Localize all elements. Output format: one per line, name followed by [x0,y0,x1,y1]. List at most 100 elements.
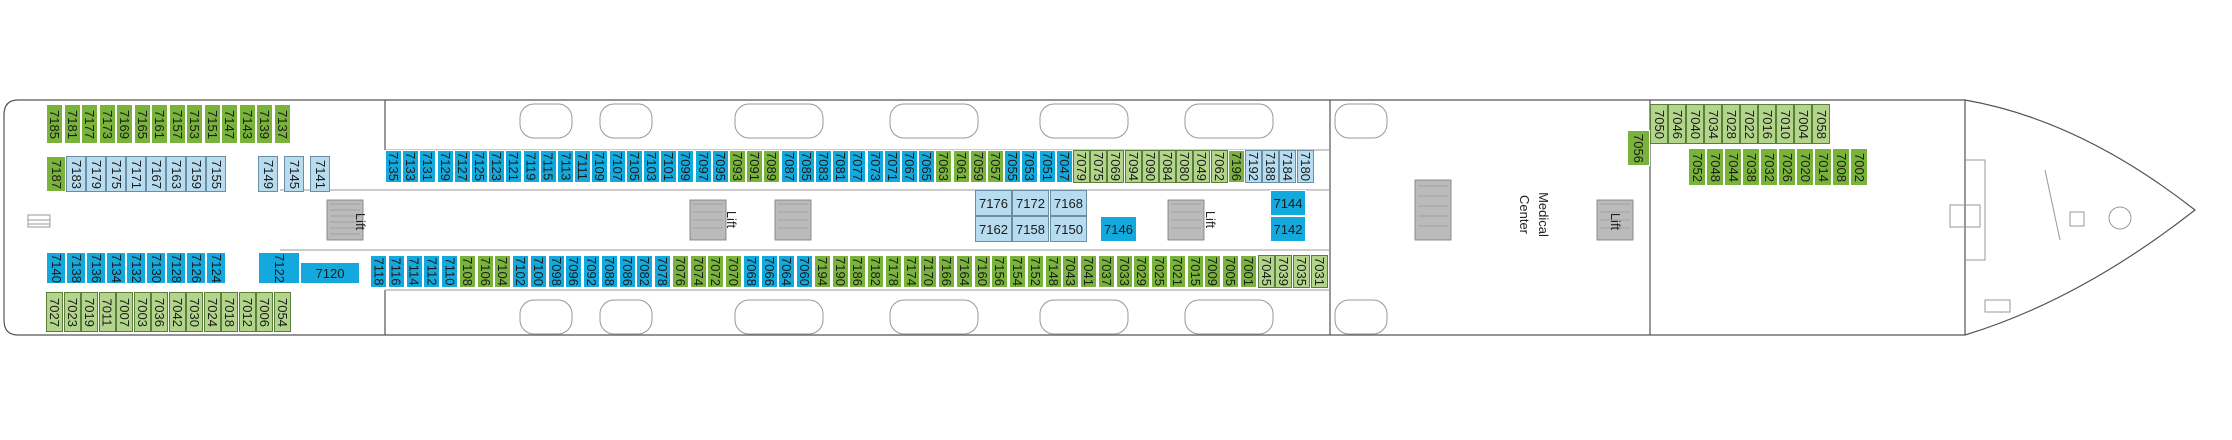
cabin[interactable]: 7014 [1814,148,1832,186]
cabin[interactable]: 7022 [1740,104,1758,144]
cabin[interactable]: 7123 [488,150,506,183]
cabin[interactable]: 7031 [1310,255,1328,288]
cabin[interactable]: 7046 [1668,104,1686,144]
cabin[interactable]: 7083 [815,150,832,183]
cabin[interactable]: 7153 [186,104,203,144]
cabin[interactable]: 7008 [1832,148,1850,186]
cabin[interactable]: 7096 [565,255,583,288]
cabin[interactable]: 7062 [1210,150,1228,183]
cabin[interactable]: 7088 [600,255,618,288]
cabin[interactable]: 7059 [969,150,987,183]
cabin[interactable]: 7075 [1090,150,1108,183]
cabin[interactable]: 7110 [441,255,458,288]
cabin[interactable]: 7092 [583,255,600,288]
cabin[interactable]: 7124 [206,252,226,284]
cabin[interactable]: 7139 [256,104,273,144]
cabin[interactable]: 7089 [763,150,781,183]
cabin[interactable]: 7006 [256,292,273,332]
cabin[interactable]: 7045 [1257,255,1275,288]
cabin[interactable]: 7094 [1124,150,1142,183]
cabin[interactable]: 7082 [636,255,654,288]
cabin[interactable]: 7091 [746,150,764,183]
cabin[interactable]: 7180 [1296,150,1314,183]
cabin[interactable]: 7015 [1186,255,1204,288]
cabin[interactable]: 7105 [625,150,643,183]
cabin[interactable]: 7127 [453,150,471,183]
cabin[interactable]: 7148 [1044,255,1062,288]
cabin[interactable]: 7140 [46,252,66,284]
cabin[interactable]: 7194 [813,255,831,288]
cabin[interactable]: 7142 [1270,216,1306,242]
cabin[interactable]: 7196 [1227,150,1245,183]
cabin[interactable]: 7147 [221,104,238,144]
cabin[interactable]: 7047 [1055,150,1073,183]
cabin[interactable]: 7129 [436,150,454,183]
cabin[interactable]: 7102 [512,255,529,288]
cabin[interactable]: 7004 [1794,104,1812,144]
cabin[interactable]: 7043 [1062,255,1080,288]
cabin[interactable]: 7164 [955,255,973,288]
cabin[interactable]: 7170 [920,255,938,288]
cabin[interactable]: 7188 [1262,150,1280,183]
cabin[interactable]: 7028 [1722,104,1740,144]
cabin[interactable]: 7079 [1073,150,1090,183]
cabin[interactable]: 7099 [677,150,695,183]
cabin[interactable]: 7025 [1151,255,1168,288]
cabin[interactable]: 7155 [206,156,226,192]
cabin[interactable]: 7154 [1009,255,1026,288]
cabin[interactable]: 7061 [952,150,970,183]
cabin[interactable]: 7055 [1004,150,1022,183]
cabin[interactable]: 7185 [46,104,63,144]
cabin[interactable]: 7058 [1812,104,1830,144]
cabin[interactable]: 7042 [168,292,186,332]
cabin[interactable]: 7169 [116,104,133,144]
cabin[interactable]: 7044 [1724,148,1742,186]
cabin[interactable]: 7073 [866,150,884,183]
cabin[interactable]: 7192 [1245,150,1262,183]
cabin[interactable]: 7010 [1776,104,1794,144]
cabin[interactable]: 7152 [1026,255,1044,288]
cabin[interactable]: 7086 [618,255,636,288]
cabin[interactable]: 7186 [849,255,867,288]
cabin[interactable]: 7131 [419,150,437,183]
cabin[interactable]: 7177 [81,104,98,144]
cabin[interactable]: 7115 [539,150,557,183]
cabin[interactable]: 7001 [1239,255,1257,288]
cabin[interactable]: 7163 [166,156,186,192]
cabin[interactable]: 7074 [689,255,707,288]
cabin[interactable]: 7072 [707,255,725,288]
cabin[interactable]: 7085 [797,150,815,183]
cabin[interactable]: 7011 [98,292,116,332]
cabin[interactable]: 7035 [1293,255,1310,288]
cabin[interactable]: 7111 [574,150,592,183]
cabin[interactable]: 7068 [742,255,760,288]
cabin[interactable]: 7145 [284,156,304,192]
cabin[interactable]: 7144 [1270,190,1306,216]
cabin[interactable]: 7167 [146,156,166,192]
cabin[interactable]: 7098 [547,255,565,288]
cabin[interactable]: 7097 [694,150,712,183]
cabin[interactable]: 7081 [832,150,850,183]
cabin[interactable]: 7087 [780,150,798,183]
cabin[interactable]: 7172 [1012,190,1049,216]
cabin[interactable]: 7007 [116,292,133,332]
cabin[interactable]: 7116 [387,255,405,288]
cabin[interactable]: 7038 [1742,148,1760,186]
cabin[interactable]: 7063 [935,150,953,183]
cabin[interactable]: 7128 [166,252,186,284]
cabin[interactable]: 7026 [1778,148,1796,186]
cabin[interactable]: 7112 [423,255,441,288]
cabin[interactable]: 7080 [1176,150,1194,183]
cabin[interactable]: 7138 [66,252,86,284]
cabin[interactable]: 7137 [273,104,291,144]
cabin[interactable]: 7066 [760,255,778,288]
cabin[interactable]: 7020 [1796,148,1814,186]
cabin[interactable]: 7119 [522,150,540,183]
cabin[interactable]: 7032 [1760,148,1778,186]
cabin[interactable]: 7161 [151,104,168,144]
cabin[interactable]: 7012 [238,292,256,332]
cabin[interactable]: 7107 [608,150,626,183]
cabin[interactable]: 7184 [1279,150,1297,183]
cabin[interactable]: 7122 [258,252,300,284]
cabin[interactable]: 7067 [901,150,918,183]
